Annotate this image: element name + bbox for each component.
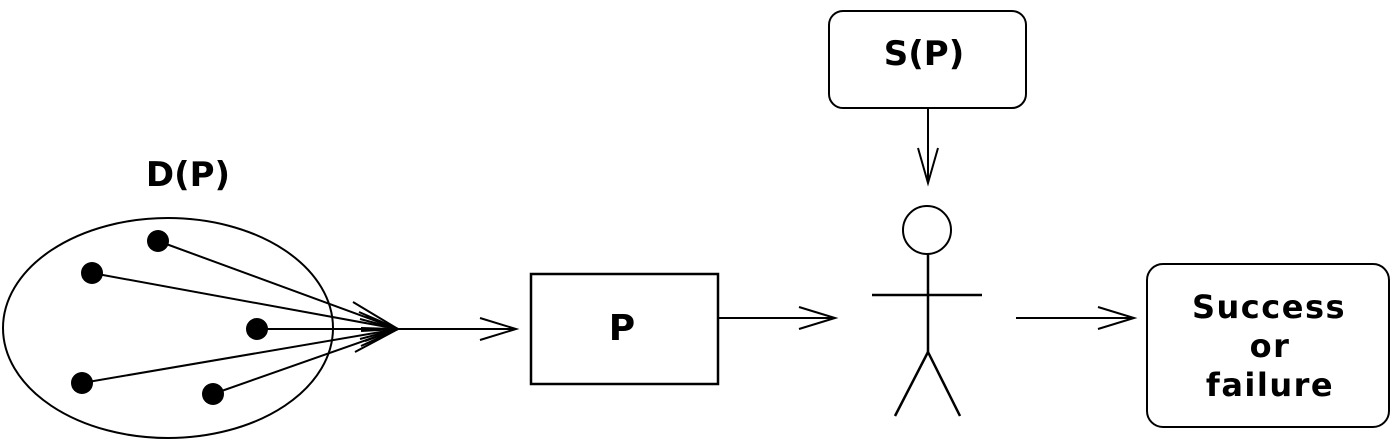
arrow-spec-to-user <box>917 108 939 187</box>
domain-label: D(P) <box>146 155 230 195</box>
input-point <box>147 230 169 252</box>
result-box: Success or failure <box>1146 263 1390 428</box>
input-domain: D(P) <box>2 155 402 439</box>
spec-box: S(P) <box>828 10 1027 109</box>
arrow-program-to-user <box>718 306 839 330</box>
input-point <box>246 318 268 340</box>
input-line-2 <box>91 272 399 330</box>
input-point <box>81 262 103 284</box>
input-line-4 <box>81 328 399 384</box>
program-label: P <box>609 308 635 349</box>
stick-figure-icon <box>872 205 982 417</box>
program-box: P <box>529 272 720 386</box>
arrow-user-to-result <box>1016 306 1138 330</box>
result-line-or: or <box>1250 327 1291 365</box>
spec-label: S(P) <box>884 34 964 74</box>
input-point <box>71 372 93 394</box>
result-line-success: Success <box>1192 288 1346 326</box>
input-line-1 <box>157 240 399 330</box>
arrow-domain-to-program <box>398 317 520 341</box>
input-point <box>202 383 224 405</box>
result-line-failure: failure <box>1206 366 1334 404</box>
